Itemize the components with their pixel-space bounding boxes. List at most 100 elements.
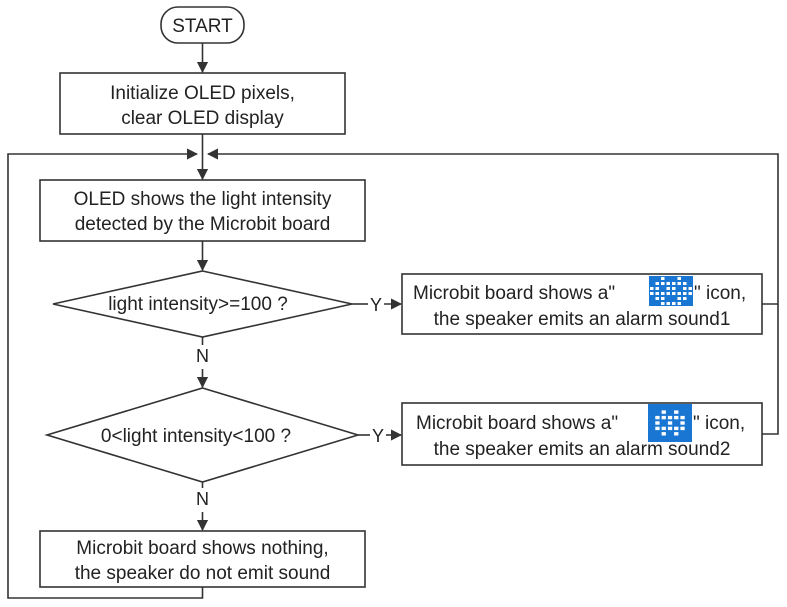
led-cell	[688, 302, 692, 305]
led-cell	[672, 302, 676, 305]
yes2-label: Y	[372, 426, 384, 446]
led-cell	[661, 287, 665, 290]
led-cell	[672, 277, 676, 280]
action2-line1-after: " icon,	[693, 413, 745, 434]
action1-node: Microbit board shows a" " icon, the spea…	[401, 273, 763, 335]
led-cell	[650, 302, 654, 305]
led-cell	[688, 282, 692, 285]
show-light-line2: detected by the Microbit board	[75, 214, 331, 235]
led-cell	[650, 292, 654, 295]
led-cell	[655, 282, 659, 285]
led-cell	[655, 437, 660, 441]
led-cell	[661, 277, 665, 280]
led-cell	[680, 421, 685, 425]
led-cell	[661, 297, 665, 300]
led-cell	[649, 426, 654, 431]
led-cell	[683, 277, 687, 280]
led-cell	[667, 405, 673, 409]
led-cell	[677, 287, 681, 290]
led-cell	[666, 302, 670, 305]
led-pattern-icon-2	[648, 404, 692, 442]
led-cell	[650, 297, 654, 300]
led-cell	[674, 432, 679, 436]
decision1-label: light intensity>=100 ?	[108, 294, 288, 315]
led-cell	[674, 426, 679, 431]
led-cell	[686, 426, 691, 431]
action2-node: Microbit board shows a" " icon, the spea…	[401, 402, 763, 466]
led-cell	[649, 437, 654, 441]
led-cell	[677, 292, 681, 295]
led-cell	[661, 292, 665, 295]
led-cell	[667, 432, 673, 436]
led-cell	[655, 287, 659, 290]
led-cell	[650, 282, 654, 285]
led-cell	[686, 421, 691, 425]
led-cell	[686, 415, 691, 420]
led-cell	[688, 297, 692, 300]
led-cell	[655, 421, 660, 425]
action2-line2: the speaker emits an alarm sound2	[434, 439, 731, 460]
led-cell	[661, 432, 666, 436]
led-cell	[649, 432, 654, 436]
led-cell	[661, 437, 666, 441]
led-cell	[649, 410, 654, 414]
led-cell	[686, 410, 691, 414]
show-light-line1: OLED shows the light intensity	[74, 189, 332, 210]
led-cell	[674, 415, 679, 420]
led-cell	[674, 437, 679, 441]
led-cell	[661, 410, 666, 414]
led-cell	[688, 292, 692, 295]
led-cell	[677, 282, 681, 285]
led-cell	[650, 277, 654, 280]
led-cell	[680, 426, 685, 431]
led-cell	[680, 410, 685, 414]
led-cell	[667, 437, 673, 441]
led-cell	[666, 292, 670, 295]
led-pattern-icon-1	[649, 276, 693, 306]
led-cell	[686, 437, 691, 441]
led-cell	[655, 426, 660, 431]
led-cell	[686, 405, 691, 409]
led-cell	[677, 297, 681, 300]
led-cell	[655, 410, 660, 414]
led-cell	[661, 426, 666, 431]
decision2-node: 0<light intensity<100 ?	[44, 387, 361, 483]
led-cell	[667, 415, 673, 420]
action2-line1-before: Microbit board shows a"	[416, 413, 618, 434]
edge-loop-right	[206, 148, 779, 305]
led-cell	[655, 277, 659, 280]
led-cell	[688, 287, 692, 290]
yes1-label: Y	[370, 295, 382, 315]
led-cell	[672, 282, 676, 285]
led-cell	[667, 410, 673, 414]
led-cell	[680, 405, 685, 409]
decision1-node: light intensity>=100 ?	[52, 270, 353, 338]
led-cell	[655, 292, 659, 295]
no2-label: N	[196, 489, 209, 509]
led-cell	[661, 405, 666, 409]
led-cell	[655, 405, 660, 409]
start-node: START	[160, 6, 245, 44]
edge-loop-left	[7, 148, 204, 599]
led-cell	[666, 297, 670, 300]
start-label: START	[172, 16, 233, 37]
led-cell	[649, 415, 654, 420]
led-cell	[674, 405, 679, 409]
led-cell	[649, 405, 654, 409]
led-cell	[655, 302, 659, 305]
led-cell	[666, 287, 670, 290]
led-cell	[680, 415, 685, 420]
init-node: Initialize OLED pixels, clear OLED displ…	[59, 72, 346, 135]
edge-loop-right-2	[762, 304, 779, 435]
init-line1: Initialize OLED pixels,	[110, 83, 295, 104]
action1-line2: the speaker emits an alarm sound1	[434, 309, 731, 330]
action1-line1-before: Microbit board shows a"	[413, 283, 615, 304]
led-cell	[649, 421, 654, 425]
init-line2: clear OLED display	[121, 108, 284, 129]
led-cell	[667, 421, 673, 425]
led-cell	[650, 287, 654, 290]
led-cell	[667, 426, 673, 431]
no1-label: N	[196, 346, 209, 366]
action3-node: Microbit board shows nothing, the speake…	[39, 530, 366, 588]
led-cell	[661, 302, 665, 305]
